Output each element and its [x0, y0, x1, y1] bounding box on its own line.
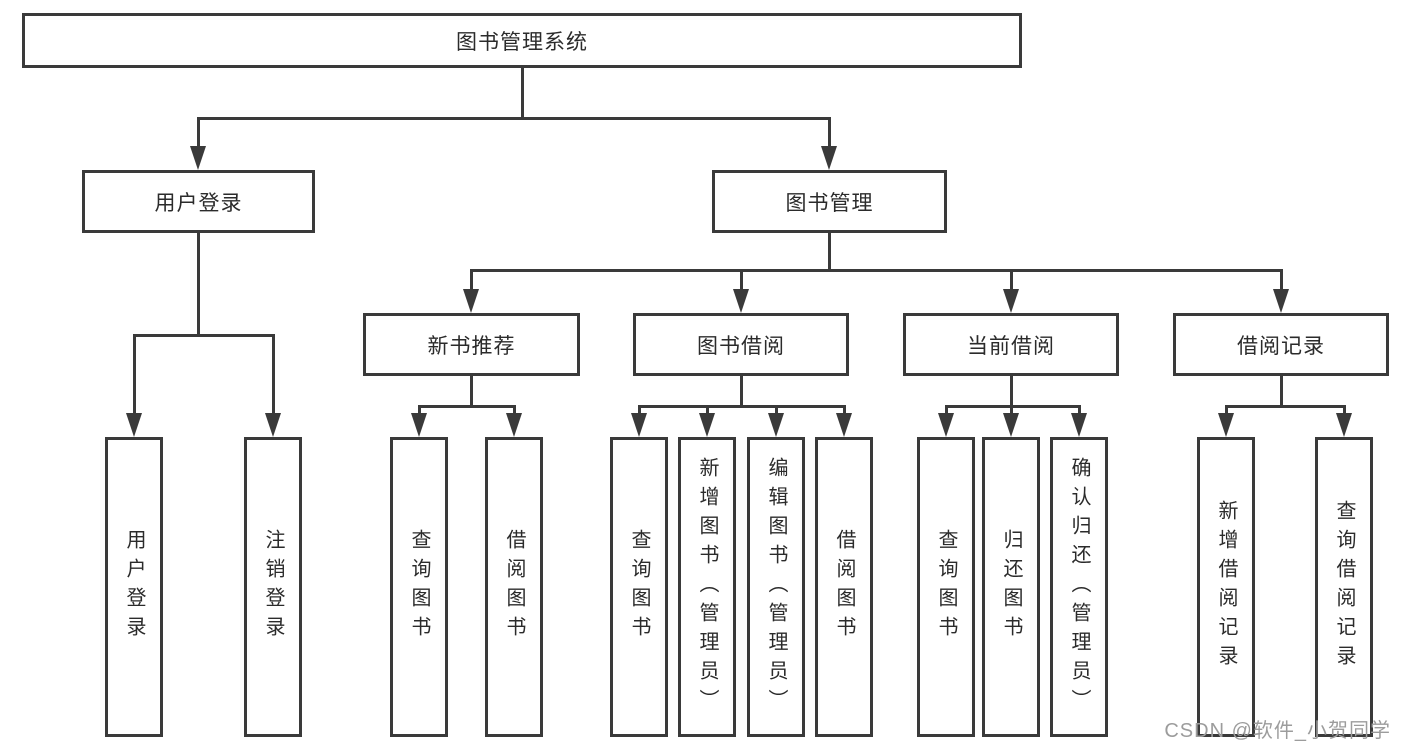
line: [272, 334, 275, 413]
node-book-management: 图书管理: [712, 170, 947, 233]
leaf-borrowing-edit-books-admin: 编辑图书（管理员）: [747, 437, 805, 737]
node-new-book-recommendation: 新书推荐: [363, 313, 580, 376]
line: [1010, 269, 1013, 289]
arrow-down-icon: [1071, 413, 1087, 437]
line: [638, 405, 845, 408]
leaf-records-add-record: 新增借阅记录: [1197, 437, 1255, 737]
arrow-down-icon: [821, 146, 837, 170]
line: [197, 117, 831, 120]
line: [1010, 376, 1013, 407]
leaf-recommend-borrow-books: 借阅图书: [485, 437, 543, 737]
arrow-down-icon: [463, 289, 479, 313]
arrow-down-icon: [126, 413, 142, 437]
line: [740, 376, 743, 407]
line: [1225, 405, 1345, 408]
leaf-borrowing-query-books: 查询图书: [610, 437, 668, 737]
line: [775, 405, 778, 413]
line: [828, 117, 831, 146]
line: [828, 233, 831, 272]
line: [133, 334, 275, 337]
line: [470, 269, 473, 289]
line: [843, 405, 846, 413]
line: [945, 405, 948, 413]
arrow-down-icon: [768, 413, 784, 437]
leaf-borrowing-add-books-admin: 新增图书（管理员）: [678, 437, 736, 737]
node-book-borrowing: 图书借阅: [633, 313, 849, 376]
leaf-borrowing-borrow-books: 借阅图书: [815, 437, 873, 737]
arrow-down-icon: [1218, 413, 1234, 437]
leaf-logout: 注销登录: [244, 437, 302, 737]
line: [1280, 376, 1283, 407]
leaf-user-login: 用户登录: [105, 437, 163, 737]
arrow-down-icon: [733, 289, 749, 313]
node-borrowing-records: 借阅记录: [1173, 313, 1389, 376]
arrow-down-icon: [1273, 289, 1289, 313]
node-user-login: 用户登录: [82, 170, 315, 233]
leaf-current-return-books: 归还图书: [982, 437, 1040, 737]
csdn-watermark: CSDN @软件_小贺同学: [1164, 720, 1391, 742]
line: [418, 405, 421, 413]
leaf-current-query-books: 查询图书: [917, 437, 975, 737]
arrow-down-icon: [836, 413, 852, 437]
line: [418, 405, 515, 408]
line: [706, 405, 709, 413]
line: [197, 233, 200, 336]
arrow-down-icon: [938, 413, 954, 437]
line: [1225, 405, 1228, 413]
arrow-down-icon: [1336, 413, 1352, 437]
line: [470, 376, 473, 407]
leaf-current-confirm-return-admin: 确认归还（管理员）: [1050, 437, 1108, 737]
line: [638, 405, 641, 413]
line: [1343, 405, 1346, 413]
line: [521, 66, 524, 118]
arrow-down-icon: [1003, 413, 1019, 437]
arrow-down-icon: [699, 413, 715, 437]
node-current-borrowing: 当前借阅: [903, 313, 1119, 376]
leaf-records-query-record: 查询借阅记录: [1315, 437, 1373, 737]
arrow-down-icon: [411, 413, 427, 437]
arrow-down-icon: [506, 413, 522, 437]
node-root-library-management-system: 图书管理系统: [22, 13, 1022, 68]
line: [1010, 405, 1013, 413]
line: [197, 117, 200, 146]
arrow-down-icon: [1003, 289, 1019, 313]
line: [133, 334, 136, 413]
line: [1078, 405, 1081, 413]
line: [740, 269, 743, 289]
arrow-down-icon: [631, 413, 647, 437]
leaf-recommend-query-books: 查询图书: [390, 437, 448, 737]
line: [513, 405, 516, 413]
arrow-down-icon: [265, 413, 281, 437]
arrow-down-icon: [190, 146, 206, 170]
line: [1280, 269, 1283, 289]
line: [470, 269, 1282, 272]
